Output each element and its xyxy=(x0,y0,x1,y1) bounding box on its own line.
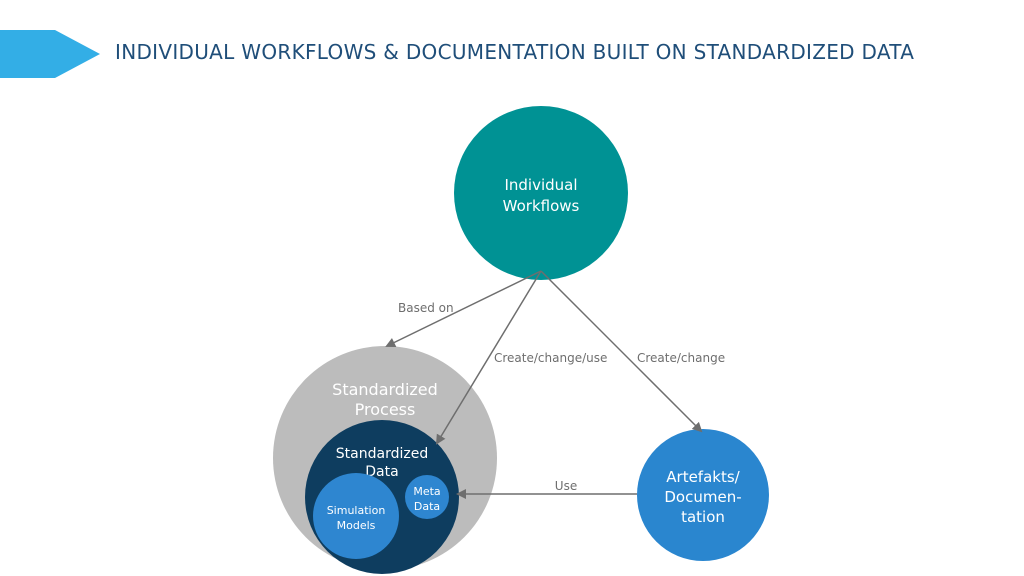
artefakts-label-2: Documen- xyxy=(664,488,741,506)
edge-label-based-on: Based on xyxy=(398,301,454,315)
individual-workflows-label-2: Workflows xyxy=(503,197,580,215)
standardized-process-label-2: Process xyxy=(355,400,416,419)
meta-data-circle xyxy=(405,475,449,519)
title-accent-arrow xyxy=(0,30,100,78)
edge-create-change xyxy=(540,270,703,433)
simulation-models-label-1: Simulation xyxy=(327,504,386,517)
artefakts-label-3: tation xyxy=(681,508,725,526)
artefakts-label-1: Artefakts/ xyxy=(666,468,740,486)
standardized-data-label-2: Data xyxy=(365,464,398,480)
edge-label-create-change: Create/change xyxy=(637,351,725,365)
page-title: INDIVIDUAL WORKFLOWS & DOCUMENTATION BUI… xyxy=(115,40,915,64)
edge-label-create-change-use: Create/change/use xyxy=(494,351,607,365)
simulation-models-circle xyxy=(313,473,399,559)
edge-label-use: Use xyxy=(555,479,577,493)
simulation-models-label-2: Models xyxy=(337,519,376,532)
edge-based-on xyxy=(385,270,542,347)
meta-data-label-2: Data xyxy=(414,500,440,513)
standardized-data-label-1: Standardized xyxy=(336,446,428,462)
standardized-process-label-1: Standardized xyxy=(332,380,438,399)
edge-create-change-use xyxy=(435,270,542,445)
artefakts-circle xyxy=(637,429,769,561)
meta-data-label-1: Meta xyxy=(413,485,440,498)
individual-workflows-label-1: Individual xyxy=(504,176,577,194)
individual-workflows-circle xyxy=(454,106,628,280)
